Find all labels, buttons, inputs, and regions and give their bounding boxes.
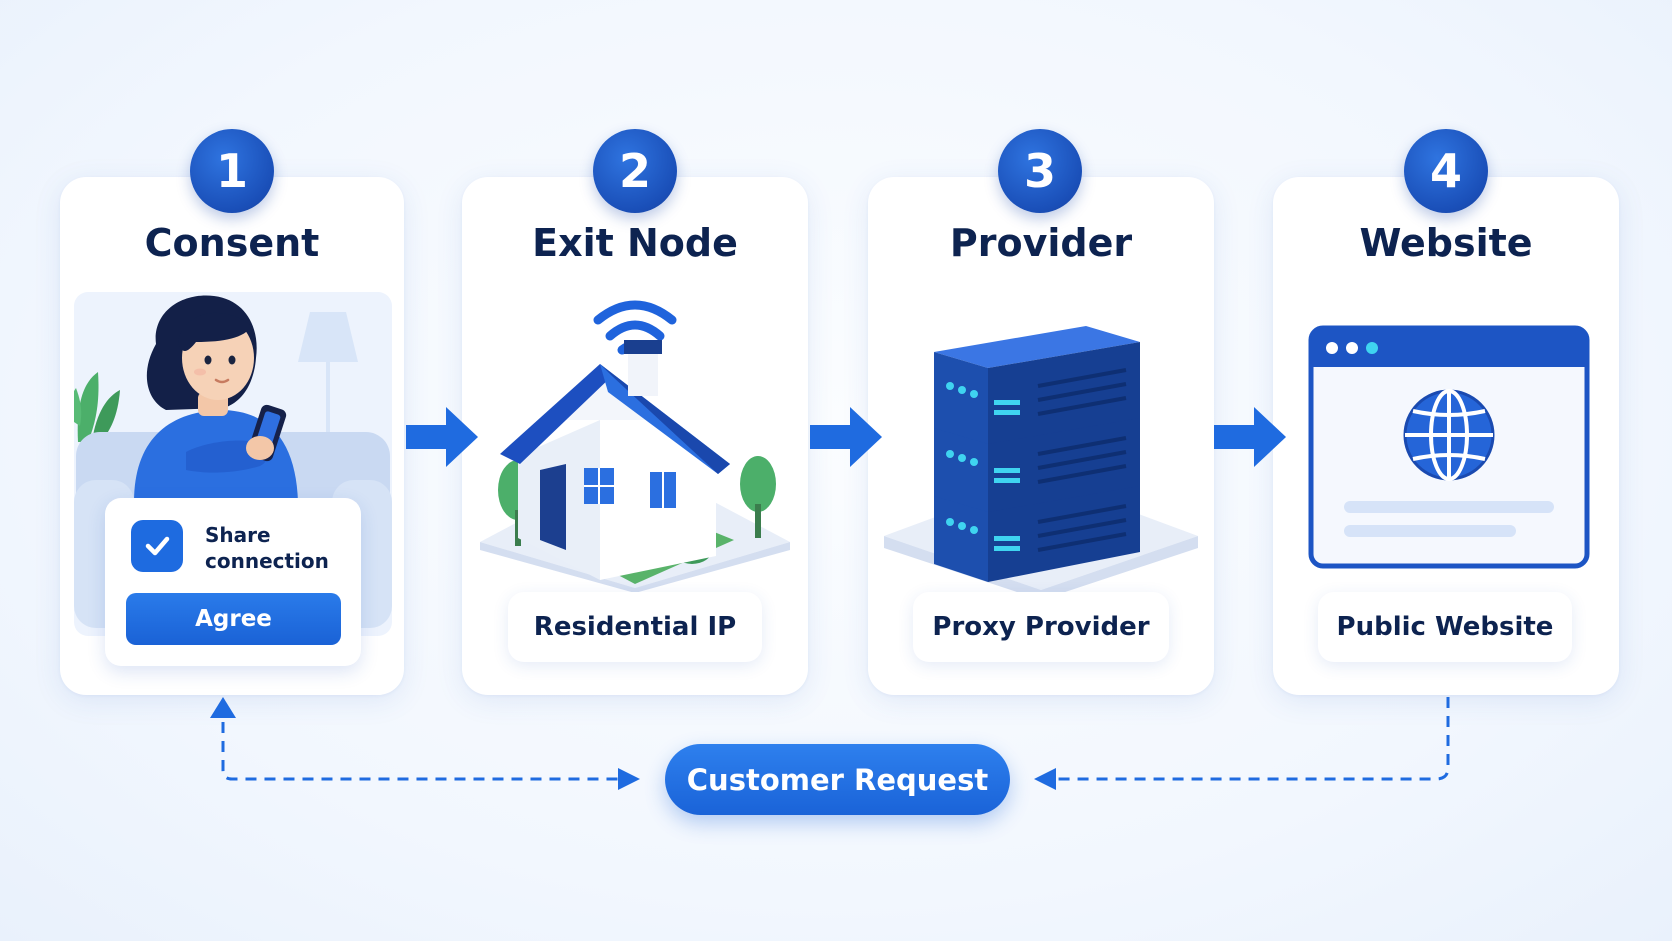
customer-request-pill: Customer Request — [665, 744, 1010, 815]
consent-text: Share connection — [205, 523, 329, 573]
label-proxy-provider: Proxy Provider — [913, 592, 1169, 662]
consent-dialog: Share connection Agree — [105, 498, 361, 666]
label-public-website: Public Website — [1318, 592, 1572, 662]
checkbox-icon[interactable] — [131, 520, 183, 572]
step-title-website: Website — [1359, 221, 1533, 265]
browser-window-icon — [1308, 325, 1590, 569]
step-title-provider: Provider — [949, 221, 1133, 265]
arrow-right-icon — [810, 407, 882, 467]
step-title-exit-node: Exit Node — [532, 221, 738, 265]
step-number-1: 1 — [190, 129, 274, 213]
step-number-2: 2 — [593, 129, 677, 213]
label-residential-ip: Residential IP — [508, 592, 762, 662]
agree-button[interactable]: Agree — [126, 593, 341, 645]
step-title-consent: Consent — [144, 221, 320, 265]
step-number-3: 3 — [998, 129, 1082, 213]
arrow-right-icon — [1214, 407, 1286, 467]
step-number-4: 4 — [1404, 129, 1488, 213]
house-icon — [480, 300, 790, 593]
server-stack-icon — [884, 326, 1198, 600]
arrow-right-icon — [406, 407, 478, 467]
globe-icon — [1403, 389, 1495, 481]
